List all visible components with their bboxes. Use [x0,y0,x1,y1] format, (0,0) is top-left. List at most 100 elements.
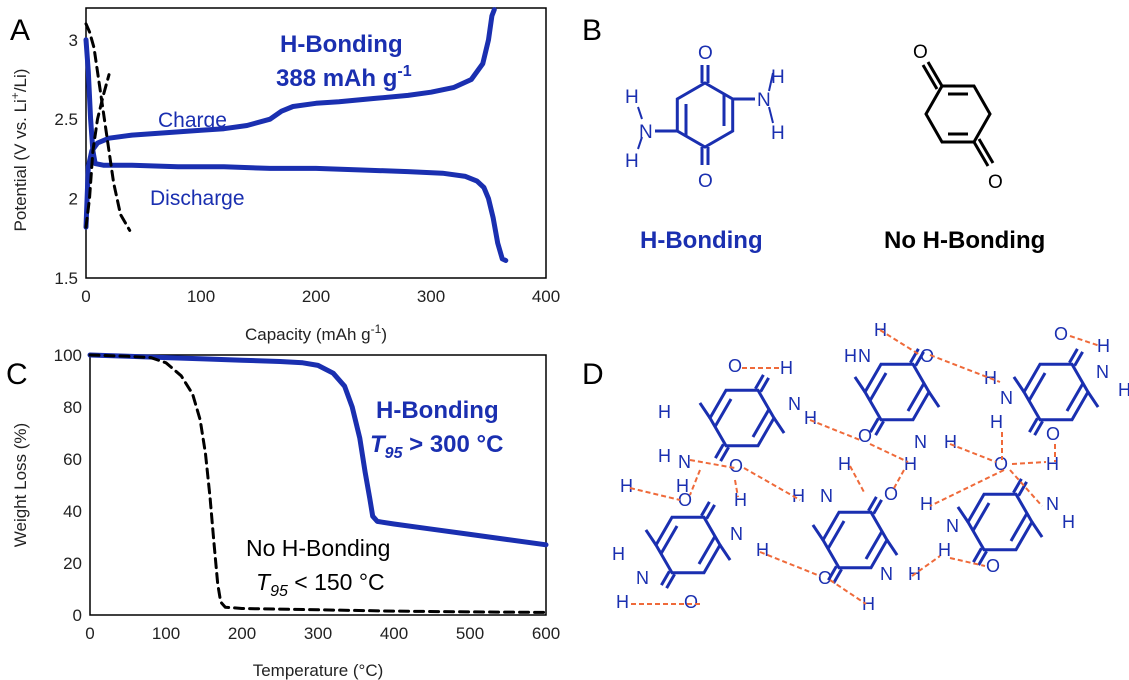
svg-text:O: O [1046,424,1060,444]
svg-text:H: H [990,412,1003,432]
svg-text:O: O [986,556,1000,576]
svg-text:O: O [678,490,692,510]
chart-c-x-tick-label: 400 [380,624,408,643]
svg-text:N: N [757,90,771,111]
chart-a-charge-label: Charge [158,109,227,132]
chart-a-y-tick-label: 2 [69,190,78,209]
svg-text:O: O [913,42,928,63]
panel-letter-d: D [582,358,604,391]
svg-text:N: N [730,524,743,544]
chart-c-hb-annotation: H-Bonding [376,397,499,424]
hb-network-diagram: O H N H H N H H O H O H N H N H H O H H … [612,320,1129,614]
svg-text:O: O [994,454,1008,474]
svg-text:N: N [946,516,959,536]
chart-c-nohb-annotation: No H-Bonding [246,535,390,561]
svg-text:H: H [844,346,857,366]
nohb-molecule-structure: O O [913,42,1003,193]
chart-a-y-tick-label: 3 [69,31,78,50]
chart-c-x-tick-label: 100 [152,624,180,643]
svg-text:H: H [1097,336,1110,356]
svg-text:H: H [658,402,671,422]
chart-a-x-tick-label: 400 [532,287,560,306]
svg-text:H: H [780,358,793,378]
svg-text:H: H [734,490,747,510]
svg-text:N: N [1046,494,1059,514]
chart-c-x-tick-label: 200 [228,624,256,643]
nohb-structure-label: No H-Bonding [884,227,1045,254]
svg-text:O: O [728,356,742,376]
svg-text:N: N [858,346,871,366]
chart-a-series-nohb-charge [84,73,111,229]
svg-text:H: H [658,446,671,466]
chart-a-x-tick-label: 300 [417,287,445,306]
chart-c-y-tick-label: 20 [63,554,82,573]
svg-text:H: H [616,592,629,612]
svg-text:O: O [988,172,1003,193]
svg-text:N: N [914,432,927,452]
svg-text:N: N [678,452,691,472]
chart-c-series-nohb-tga [88,353,548,614]
svg-text:N: N [880,564,893,584]
svg-text:H: H [1062,512,1075,532]
svg-text:H: H [625,151,639,172]
chart-c-x-axis-title: Temperature (°C) [253,661,384,680]
panel-letter-b: B [582,14,602,47]
chart-a-series-nohb-discharge [84,22,132,232]
svg-text:H: H [620,476,633,496]
svg-text:H: H [904,454,917,474]
svg-text:O: O [858,426,872,446]
svg-text:H: H [944,432,957,452]
svg-text:H: H [771,67,785,88]
chart-c-nohb-t95-annotation: T95 < 150 °C [256,569,385,600]
svg-text:H: H [920,494,933,514]
svg-text:N: N [1000,388,1013,408]
svg-text:H: H [862,594,875,614]
svg-text:H: H [771,123,785,144]
chart-c-hb-t95-annotation: T95 > 300 °C [370,431,503,462]
svg-text:H: H [1118,380,1129,400]
chart-c-plot-frame [89,354,547,616]
svg-text:N: N [788,394,801,414]
svg-text:H: H [838,454,851,474]
chart-c-y-tick-label: 100 [54,346,82,365]
chart-a-series-hb-discharge [83,37,509,263]
svg-text:H: H [756,540,769,560]
svg-text:N: N [1096,362,1109,382]
svg-text:O: O [818,568,832,588]
svg-text:H: H [804,408,817,428]
svg-text:H: H [1046,454,1059,474]
chart-a-discharge-label: Discharge [150,187,245,210]
chart-a-y-tick-label: 2.5 [54,110,78,129]
chart-a-y-axis-title: Potential (V vs. Li+/Li) [8,69,30,232]
svg-text:O: O [684,592,698,612]
chart-c-y-tick-label: 60 [63,450,82,469]
svg-text:H: H [938,540,951,560]
chart-a-hb-annotation: H-Bonding [280,31,403,58]
panel-letter-c: C [6,358,28,391]
chart-c-y-tick-label: 0 [73,606,82,625]
svg-text:O: O [698,43,713,64]
chart-c-y-tick-label: 80 [63,398,82,417]
svg-text:H: H [625,87,639,108]
svg-text:O: O [729,456,743,476]
svg-text:H: H [612,544,625,564]
svg-text:N: N [820,486,833,506]
chart-a-series-hb-charge [83,7,497,230]
svg-text:N: N [636,568,649,588]
chart-a-x-tick-label: 200 [302,287,330,306]
chart-a-x-tick-label: 100 [187,287,215,306]
chart-a-x-tick-label: 0 [81,287,90,306]
chart-c-y-tick-label: 40 [63,502,82,521]
chart-c-x-tick-label: 300 [304,624,332,643]
chart-c-y-axis-title: Weight Loss (%) [11,423,30,547]
chart-c-series-hb-tga [87,352,549,548]
svg-text:O: O [1054,324,1068,344]
chart-a-y-tick-label: 1.5 [54,269,78,288]
chart-c-x-tick-label: 500 [456,624,484,643]
svg-text:O: O [698,171,713,192]
svg-text:O: O [884,484,898,504]
chart-a-capacity-annotation: 388 mAh g-1 [276,63,412,92]
